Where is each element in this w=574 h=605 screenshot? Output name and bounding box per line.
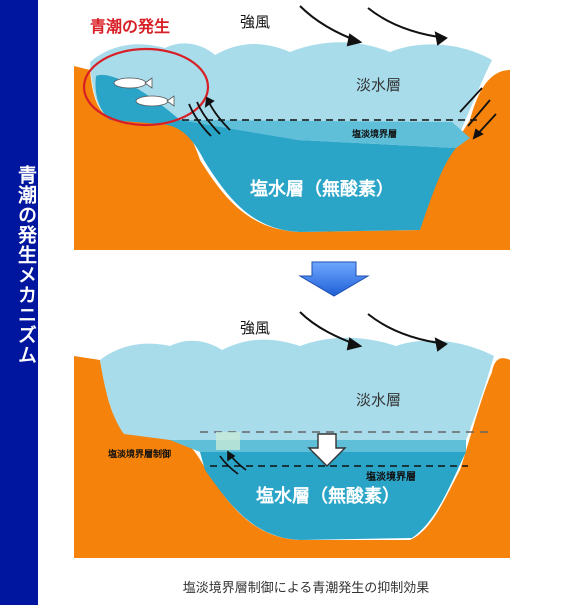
bottom-salt-water <box>200 452 466 540</box>
top-boundary-layer <box>180 120 470 148</box>
top-salt-label: 塩水層（無酸素） <box>250 178 394 199</box>
sidebar-title: 青潮の発生メカニズム <box>15 165 37 365</box>
control-zone <box>216 432 240 450</box>
top-salt-water <box>95 74 456 232</box>
downwelling-arrows-icon <box>459 87 497 140</box>
down-arrow-icon <box>298 261 370 297</box>
aoshio-label: 青潮の発生 <box>90 17 170 36</box>
bottom-wind-arrows-icon <box>299 311 448 352</box>
bottom-salt-label: 塩水層（無酸素） <box>256 485 400 506</box>
wind-arrows-icon <box>299 5 448 47</box>
top-boundary-label: 塩淡境界層 <box>352 128 397 139</box>
suppress-arrow-icon <box>307 433 347 467</box>
bottom-fresh-water <box>100 337 494 440</box>
figure-caption: 塩淡境界層制御による青潮発生の抑制効果 <box>182 581 430 596</box>
bottom-wind-label: 強風 <box>240 320 270 337</box>
bottom-panel: 強風 淡水層 塩淡境界層制御 塩淡境界層 塩水層（無酸素） <box>74 311 510 558</box>
top-fresh-label: 淡水層 <box>356 77 401 94</box>
upwelling-arrows-icon <box>188 96 231 137</box>
bottom-fresh-label: 淡水層 <box>356 392 401 409</box>
control-label: 塩淡境界層制御 <box>108 448 171 459</box>
top-wind-label: 強風 <box>240 14 270 31</box>
bottom-upwelling-arrows-icon <box>219 450 247 475</box>
top-fresh-water <box>90 42 492 142</box>
bottom-boundary-label: 塩淡境界層 <box>366 470 416 483</box>
aoshio-highlight <box>82 47 210 127</box>
sidebar: 青潮の発生メカニズム <box>0 0 38 605</box>
top-panel: 青潮の発生 強風 淡水層 塩淡境界層 塩水層（無酸素） <box>74 5 510 250</box>
fish-icon <box>113 77 175 107</box>
